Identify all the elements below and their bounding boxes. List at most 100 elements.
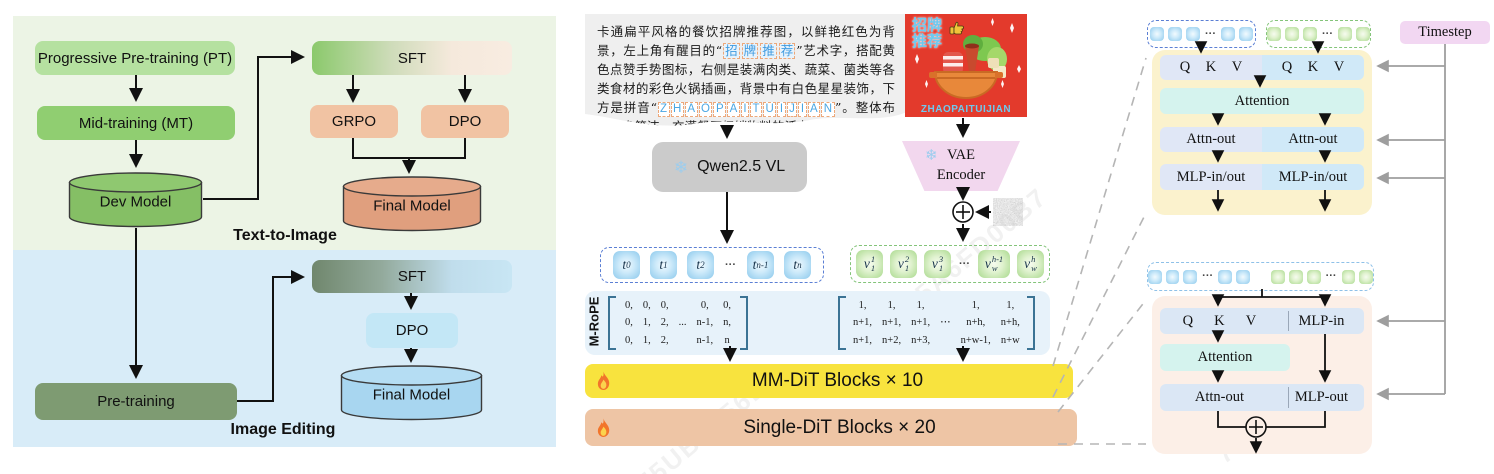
highlighted-char: 招: [725, 43, 738, 58]
vae-encoder-label: VAE Encoder: [902, 146, 1020, 185]
singledit-attention-box: Attention: [1160, 344, 1290, 371]
timestep-box: Timestep: [1400, 21, 1490, 44]
final-model-edit-label: Final Model: [372, 386, 451, 404]
dpo-edit-box: DPO: [366, 313, 458, 348]
vae-encoder-trapezoid: ❄ VAE Encoder: [902, 141, 1020, 191]
mid-training-label: Mid-training (MT): [78, 114, 194, 132]
sft-edit-label: SFT: [397, 268, 427, 285]
highlighted-chinese-chars: 招牌推荐: [722, 43, 796, 58]
v-label: V: [1231, 59, 1243, 75]
q-label: Q: [1179, 59, 1191, 75]
dpo-t2i-box: DPO: [421, 105, 509, 138]
text-token: [1147, 269, 1162, 284]
zoom-callout-lines: [1052, 57, 1147, 445]
matrix-cells: 1,n+1,n+1, 1,n+1,n+2, 1,n+1,n+3, ⋯ 1,n+h…: [853, 300, 1020, 346]
dev-model-label: Dev Model: [99, 193, 172, 211]
qwen-label: Qwen2.5 VL: [697, 158, 786, 175]
text-token: [1150, 27, 1164, 41]
mmdit-attention-box: Attention: [1160, 88, 1364, 114]
pretraining-label: Pre-training: [97, 393, 175, 410]
q-label: Q: [1281, 59, 1293, 75]
pretraining-box: Pre-training: [35, 383, 237, 420]
vision-mlp-half: MLP-in/out: [1262, 164, 1364, 190]
vision-token: [1289, 269, 1303, 284]
final-model-t2i-cylinder: Final Model: [342, 176, 482, 232]
vae-label-line1: VAE: [947, 147, 975, 163]
progressive-pretraining-box: Progressive Pre-training (PT): [35, 41, 235, 75]
poster-badge-text: 招牌 推荐: [912, 16, 943, 50]
reference-poster-image: 招牌 推荐 ZHAOPAITUIJIAN: [905, 14, 1027, 117]
bracket-left: [608, 296, 616, 350]
dev-model-cylinder: Dev Model: [68, 172, 203, 228]
arrow-pretraining-to-sft-edit: [237, 270, 305, 402]
text-token: [1168, 27, 1182, 41]
highlighted-char: 牌: [743, 43, 757, 58]
text-attnout-half: Attn-out: [1160, 127, 1262, 152]
poster-badge-line1: 招牌: [912, 16, 943, 34]
cylinder-shape: [68, 172, 203, 228]
text-mlp-half: MLP-in/out: [1160, 164, 1262, 190]
image-editing-title: Image Editing: [230, 421, 336, 438]
vision-token: [1267, 27, 1281, 41]
vision-token: [1356, 27, 1370, 41]
final-model-edit-cylinder: Final Model: [340, 365, 483, 421]
text-token: [1183, 269, 1198, 284]
vae-label-line2: Encoder: [936, 166, 986, 183]
training-flow-arrows: [129, 50, 472, 402]
snowflake-icon: ❄: [925, 147, 938, 164]
poster-pinyin-text: ZHAOPAITUIJIAN: [920, 104, 1012, 115]
ellipsis: ···: [959, 257, 970, 270]
final-model-t2i-label: Final Model: [373, 197, 451, 215]
thumbs-up-icon: [949, 21, 964, 35]
highlighted-char: 荐: [780, 43, 794, 58]
vision-attnout-half: Attn-out: [1262, 127, 1364, 152]
sft-t2i-box: SFT: [312, 41, 512, 75]
cylinder-shape: [340, 365, 483, 421]
attention-label: Attention: [1197, 349, 1253, 365]
mrope-band: [585, 291, 1050, 355]
grpo-box: GRPO: [310, 105, 398, 138]
v-label: V: [1333, 59, 1345, 75]
mlp-inout-label: MLP-in/out: [1278, 168, 1348, 185]
row-divider: [1288, 387, 1289, 408]
text-token: [1165, 269, 1180, 284]
attn-out-label: Attn-out: [1194, 389, 1244, 405]
mmdit-attnout-row: Attn-out Attn-out: [1160, 127, 1364, 152]
text-token: [1186, 27, 1200, 41]
dpo-edit-label: DPO: [395, 322, 429, 339]
timestep-label: Timestep: [1418, 24, 1472, 40]
attn-out-label: Attn-out: [1186, 131, 1236, 147]
text-token: [1221, 27, 1235, 41]
vision-token: [1338, 27, 1352, 41]
prompt-segment: ”艺术字，搭配黄色点赞手势图标，右侧是装满肉类、蔬菜、菌类等各类食材的彩色火锅插…: [597, 43, 895, 115]
singledit-blocks-label: Single-DiT Blocks × 20: [743, 416, 936, 438]
singledit-token-strip: ··· ···: [1147, 262, 1374, 291]
bracket-left: [838, 296, 846, 350]
text-token: [1239, 27, 1253, 41]
mmdit-blocks-label: MM-DiT Blocks × 10: [751, 370, 924, 391]
timestep-conditioning-lines: [1376, 44, 1446, 401]
mlp-inout-label: MLP-in/out: [1176, 168, 1246, 185]
vision-token: [1359, 269, 1374, 284]
ellipsis: ···: [1322, 27, 1333, 40]
qwen-encoder-box: ❄ Qwen2.5 VL: [652, 142, 807, 192]
text-token: [1235, 269, 1250, 284]
add-noise-plus-circle: [952, 201, 974, 223]
k-label: K: [1307, 59, 1319, 75]
poster-badge-line2: 推荐: [912, 31, 943, 50]
ellipsis: ···: [1202, 270, 1214, 282]
vision-position-matrix: 1,n+1,n+1, 1,n+1,n+2, 1,n+1,n+3, ⋯ 1,n+h…: [838, 296, 1035, 350]
text-position-matrix: 0,0,0, 0,1,1, 0,2,2, ... 0,n-1,n-1, 0,n,…: [608, 296, 748, 350]
k-label: K: [1214, 312, 1225, 329]
highlighted-char: 推: [762, 43, 775, 58]
k-label: K: [1205, 59, 1217, 75]
